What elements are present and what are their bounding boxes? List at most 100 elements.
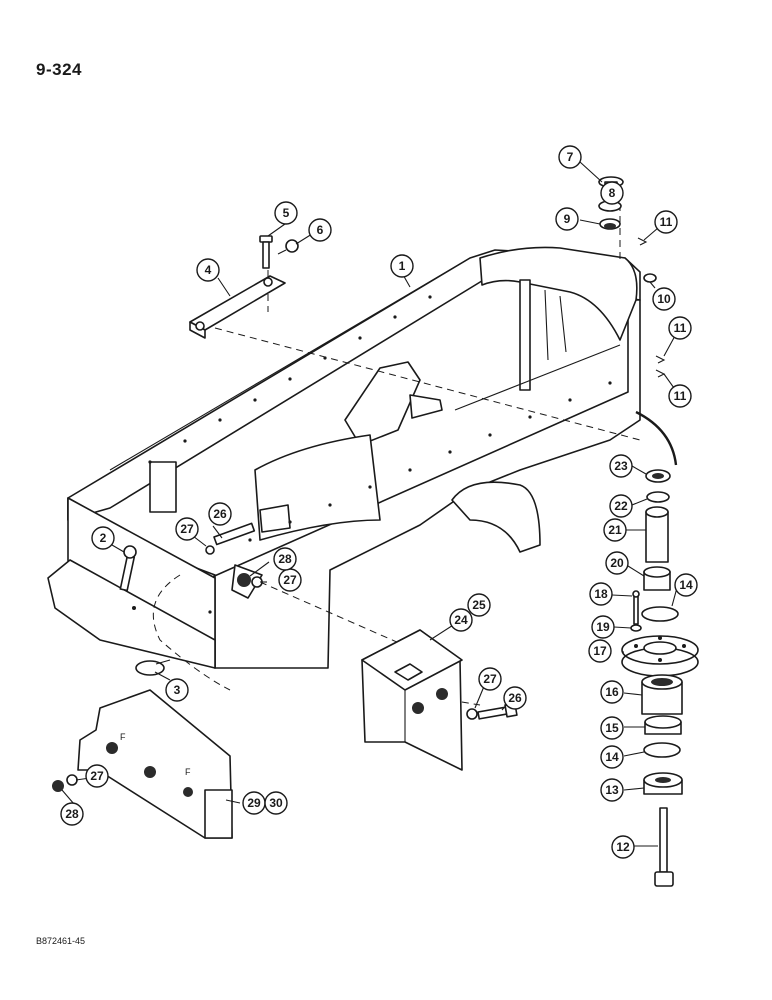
svg-text:19: 19 (596, 620, 610, 634)
bushing-20 (643, 566, 671, 591)
callout-8: 8 (600, 181, 624, 205)
collar-13 (643, 772, 683, 795)
callout-3: 3 (165, 678, 189, 702)
frame-arc-guide (635, 410, 678, 466)
svg-text:1: 1 (399, 259, 406, 273)
svg-text:18: 18 (594, 587, 608, 601)
callout-15: 15 (600, 716, 624, 740)
main-frame (47, 246, 641, 669)
callout-22: 22 (609, 494, 633, 518)
svg-text:13: 13 (605, 783, 619, 797)
svg-text:8: 8 (609, 186, 616, 200)
frame-wheel-arch (451, 481, 541, 553)
svg-text:20: 20 (610, 556, 624, 570)
svg-text:28: 28 (65, 807, 79, 821)
center-bolt-assembly (205, 522, 263, 588)
counterweight-front: F F (77, 689, 233, 839)
callout-28-center: 28 (273, 547, 297, 571)
frame-front-nose (47, 559, 216, 669)
nut-washer-front (52, 774, 78, 792)
callout-27-center-right: 27 (278, 568, 302, 592)
ring-pin-3 (135, 659, 171, 676)
svg-text:3: 3 (174, 683, 181, 697)
frame-inner-post (519, 279, 531, 391)
svg-text:F: F (185, 767, 191, 777)
callout-10: 10 (652, 287, 676, 311)
callout-16: 16 (600, 680, 624, 704)
svg-text:5: 5 (283, 206, 290, 220)
clip-11-b (655, 355, 666, 364)
svg-text:12: 12 (616, 840, 630, 854)
clip-11-a (637, 237, 648, 246)
clip-11-c (655, 369, 666, 378)
svg-text:11: 11 (674, 321, 687, 335)
callout-12: 12 (611, 835, 635, 859)
callout-1: 1 (390, 254, 414, 278)
svg-text:28: 28 (278, 552, 292, 566)
washer-19 (630, 624, 642, 632)
callout-11-c: 11 (668, 384, 692, 408)
bolt-18 (632, 590, 640, 625)
long-bolt-12 (654, 807, 674, 887)
bolt-5 (259, 235, 273, 269)
callout-5: 5 (274, 201, 298, 225)
flange-17 (621, 635, 699, 677)
svg-text:22: 22 (614, 499, 628, 513)
svg-text:F: F (120, 732, 126, 742)
callout-27-front: 27 (85, 764, 109, 788)
callout-27-right: 27 (478, 667, 502, 691)
callout-11-a: 11 (654, 210, 678, 234)
svg-text:27: 27 (90, 769, 104, 783)
svg-text:14: 14 (679, 578, 693, 592)
frame-inner-bracket (344, 361, 421, 446)
svg-text:11: 11 (674, 389, 687, 403)
pin-2 (119, 545, 137, 592)
svg-text:15: 15 (605, 721, 619, 735)
svg-text:26: 26 (508, 691, 522, 705)
svg-text:30: 30 (269, 796, 283, 810)
ring-10 (643, 273, 657, 283)
svg-text:16: 16 (605, 685, 619, 699)
svg-text:4: 4 (205, 263, 212, 277)
svg-text:23: 23 (614, 459, 628, 473)
callout-24: 24 (449, 608, 473, 632)
callout-2: 2 (91, 526, 115, 550)
svg-text:11: 11 (660, 215, 673, 229)
svg-text:29: 29 (247, 796, 261, 810)
svg-text:17: 17 (593, 644, 607, 658)
frame-inner-tab (149, 461, 177, 513)
callout-14-lower: 14 (600, 745, 624, 769)
washer-22 (646, 491, 670, 503)
pin-6 (277, 239, 299, 255)
svg-text:27: 27 (180, 522, 194, 536)
svg-text:24: 24 (454, 613, 468, 627)
counterweight-right (361, 629, 463, 771)
callout-26-center: 26 (208, 502, 232, 526)
seal-14-upper (641, 606, 679, 622)
callout-17: 17 (588, 639, 612, 663)
bolt-26-right (466, 702, 518, 720)
callout-21: 21 (603, 518, 627, 542)
frame-rear-upper (479, 246, 638, 341)
svg-text:14: 14 (605, 750, 619, 764)
callout-11-b: 11 (668, 316, 692, 340)
callout-6: 6 (308, 218, 332, 242)
callout-18: 18 (589, 582, 613, 606)
drawing-code: B872461-45 (36, 936, 86, 946)
callout-20: 20 (605, 551, 629, 575)
callout-9: 9 (555, 207, 579, 231)
svg-text:27: 27 (283, 573, 297, 587)
svg-text:2: 2 (100, 531, 107, 545)
callout-28-front: 28 (60, 802, 84, 826)
callout-14-upper: 14 (674, 573, 698, 597)
callout-19: 19 (591, 615, 615, 639)
svg-text:27: 27 (483, 672, 497, 686)
bushing-9 (599, 218, 621, 230)
svg-text:25: 25 (472, 598, 486, 612)
callout-27-center-left: 27 (175, 517, 199, 541)
sleeve-21 (645, 506, 669, 563)
svg-text:21: 21 (608, 523, 622, 537)
callout-30: 30 (264, 791, 288, 815)
hinge-plate (189, 275, 286, 339)
